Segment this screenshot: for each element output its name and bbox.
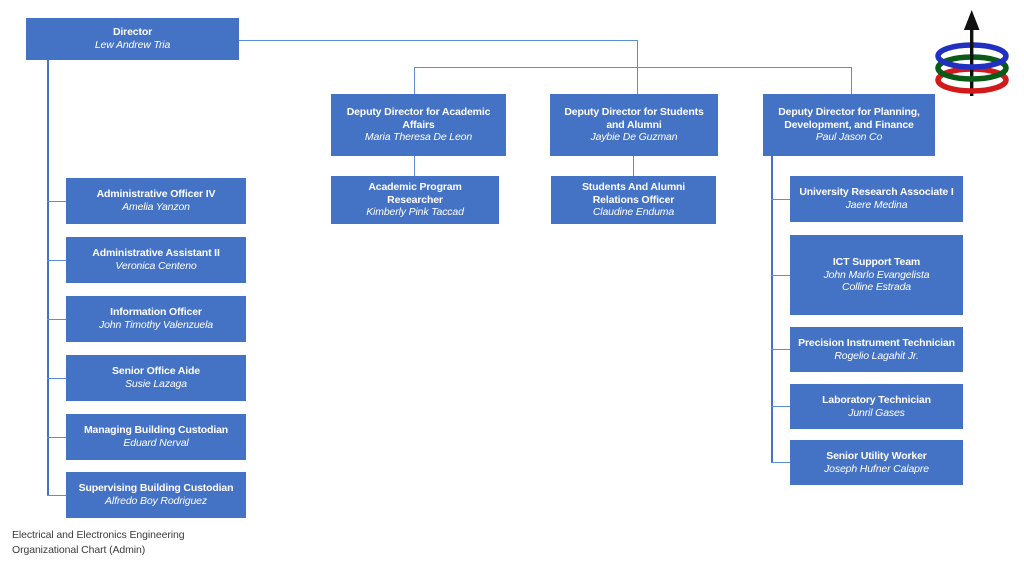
node-university-research-associate-i[interactable]: University Research Associate I Jaere Me… [790,176,963,222]
node-title: Academic Program Researcher [368,180,462,206]
connector-bus-to-deputy-1 [414,67,415,94]
connector-admin-stub-5 [47,437,66,438]
node-person: Rogelio Lagahit Jr. [834,349,919,362]
node-title: Administrative Officer IV [96,188,216,201]
connector-bus-to-deputy-2 [637,67,638,94]
connector-planning-stub-3 [771,349,791,350]
node-title: Students And Alumni Relations Officer [581,180,686,206]
connector-deputy-1-to-child [414,156,415,176]
node-person: John Timothy Valenzuela [99,319,213,331]
node-deputy-director-academic-affairs[interactable]: Deputy Director for Academic Affairs Mar… [331,94,506,156]
connector-admin-stub-2 [47,260,66,261]
node-person: Veronica Centeno [115,260,197,272]
connector-planning-spine [771,156,773,462]
node-deputy-director-students-alumni[interactable]: Deputy Director for Students and Alumni … [550,94,718,156]
logo-ring-green-front [935,67,1009,82]
node-person: Joseph Hufner Calapre [824,462,929,475]
node-title: Deputy Director for Academic Affairs [346,105,491,131]
connector-admin-spine [47,60,49,496]
node-title: Director [112,26,153,39]
node-person: Claudine Enduma [592,206,675,219]
node-title: Deputy Director for Students and Alumni [564,105,704,131]
node-person: Lew Andrew Tria [94,39,171,51]
node-person: Susie Lazaga [125,378,187,390]
connector-deputy-bus [414,67,851,68]
connector-bus-to-deputy-3 [851,67,852,94]
node-deputy-director-planning-development-finance[interactable]: Deputy Director for Planning, Developmen… [763,94,935,156]
connector-planning-stub-2 [771,275,791,276]
node-title: Administrative Assistant II [92,247,220,260]
connector-planning-stub-5 [771,462,791,463]
connector-root-drop-to-bus [637,40,638,67]
node-administrative-officer-iv[interactable]: Administrative Officer IV Amelia Yanzon [66,178,246,224]
node-person: Kimberly Pink Taccad [366,206,464,219]
node-academic-program-researcher[interactable]: Academic Program Researcher Kimberly Pin… [331,176,499,224]
node-ict-support-team[interactable]: ICT Support Team John Marlo Evangelista … [790,235,963,315]
node-director[interactable]: Director Lew Andrew Tria [26,18,239,60]
node-title: University Research Associate I [799,186,954,199]
node-title: ICT Support Team [832,255,921,268]
node-person: John Marlo Evangelista Colline Estrada [823,268,930,294]
node-students-alumni-relations-officer[interactable]: Students And Alumni Relations Officer Cl… [551,176,716,224]
node-title: Information Officer [110,306,202,319]
node-person: Amelia Yanzon [122,201,190,213]
node-administrative-assistant-ii[interactable]: Administrative Assistant II Veronica Cen… [66,237,246,283]
three-rings-arrow-logo [935,10,1009,96]
connector-admin-stub-1 [47,201,66,202]
node-title: Deputy Director for Planning, Developmen… [778,105,920,131]
logo-ring-blue-front [935,55,1009,70]
chart-caption: Electrical and Electronics Engineering O… [12,529,185,557]
node-person: Jaybie De Guzman [590,131,678,144]
node-precision-instrument-technician[interactable]: Precision Instrument Technician Rogelio … [790,327,963,372]
node-title: Senior Office Aide [112,365,200,378]
connector-admin-stub-4 [47,378,66,379]
connector-planning-stub-4 [771,406,791,407]
connector-planning-stub-1 [771,199,791,200]
connector-admin-stub-3 [47,319,66,320]
node-title: Managing Building Custodian [83,424,229,437]
node-title: Senior Utility Worker [826,449,927,462]
node-laboratory-technician[interactable]: Laboratory Technician Junril Gases [790,384,963,429]
node-person: Alfredo Boy Rodriguez [105,495,207,507]
node-person: Paul Jason Co [815,131,883,144]
connector-deputy-2-to-child [633,156,634,176]
node-title: Laboratory Technician [822,393,931,406]
node-person: Jaere Medina [845,199,908,211]
node-managing-building-custodian[interactable]: Managing Building Custodian Eduard Nerva… [66,414,246,460]
logo-ring-red-front [935,79,1009,94]
node-person: Maria Theresa De Leon [364,131,473,144]
node-title: Precision Instrument Technician [798,336,955,349]
node-title: Supervising Building Custodian [78,482,234,495]
logo-arrow-icon [963,10,980,96]
connector-root-to-bus-horizontal [239,40,638,41]
node-information-officer[interactable]: Information Officer John Timothy Valenzu… [66,296,246,342]
node-person: Eduard Nerval [123,437,189,449]
node-senior-office-aide[interactable]: Senior Office Aide Susie Lazaga [66,355,246,401]
node-supervising-building-custodian[interactable]: Supervising Building Custodian Alfredo B… [66,472,246,518]
node-senior-utility-worker[interactable]: Senior Utility Worker Joseph Hufner Cala… [790,440,963,485]
node-person: Junril Gases [848,406,905,419]
connector-admin-stub-6 [47,495,66,496]
